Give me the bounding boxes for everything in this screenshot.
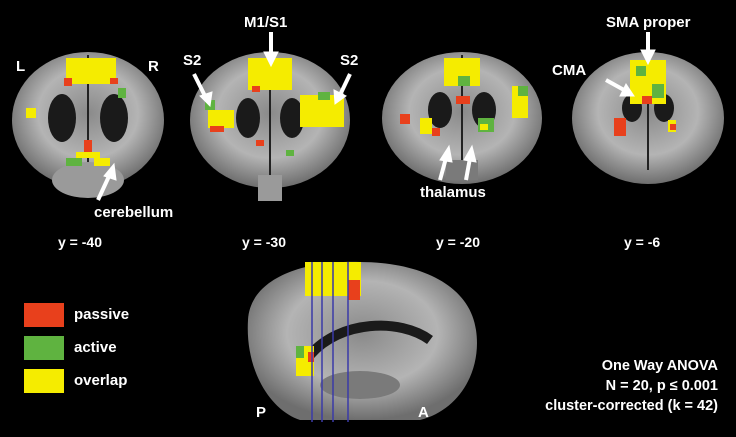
legend-swatch-passive [24,302,64,327]
legend-swatch-overlap [24,368,64,393]
s2-right-label: S2 [340,52,359,69]
sagittal-slice [247,261,477,422]
left-hemisphere-label: L [16,58,26,75]
coronal-slice-3 [382,52,542,184]
legend-item-active: active [24,331,129,364]
anterior-label: A [418,404,429,421]
right-hemisphere-label: R [148,58,159,75]
m1s1-label: M1/S1 [244,14,288,31]
statistics-note: One Way ANOVA N = 20, p ≤ 0.001 cluster-… [545,356,718,416]
legend-label: active [74,339,117,356]
slice-coordinate: y = -6 [624,234,661,250]
slice-coordinate: y = -30 [242,234,286,250]
stats-line-2: N = 20, p ≤ 0.001 [605,378,718,394]
coronal-slice-2 [190,52,350,201]
stats-line-1: One Way ANOVA [601,358,718,374]
legend-item-overlap: overlap [24,364,129,397]
legend-label: overlap [74,372,128,389]
slice-coordinate: y = -40 [58,234,102,250]
cerebellum-label: cerebellum [94,204,174,221]
slice-coordinate: y = -20 [436,234,480,250]
thalamus-label: thalamus [420,184,486,201]
coronal-slice-1 [12,52,164,198]
legend-item-passive: passive [24,298,129,331]
coronal-slice-4 [572,52,724,184]
sma-proper-label: SMA proper [606,14,691,31]
s2-left-label: S2 [183,52,202,69]
legend-swatch-active [24,335,64,360]
legend-label: passive [74,306,130,323]
stats-line-3: cluster-corrected (k = 42) [545,398,718,414]
posterior-label: P [256,404,267,421]
cma-label: CMA [552,62,587,79]
legend: passive active overlap [24,298,129,397]
annotation-arrows [96,32,656,201]
